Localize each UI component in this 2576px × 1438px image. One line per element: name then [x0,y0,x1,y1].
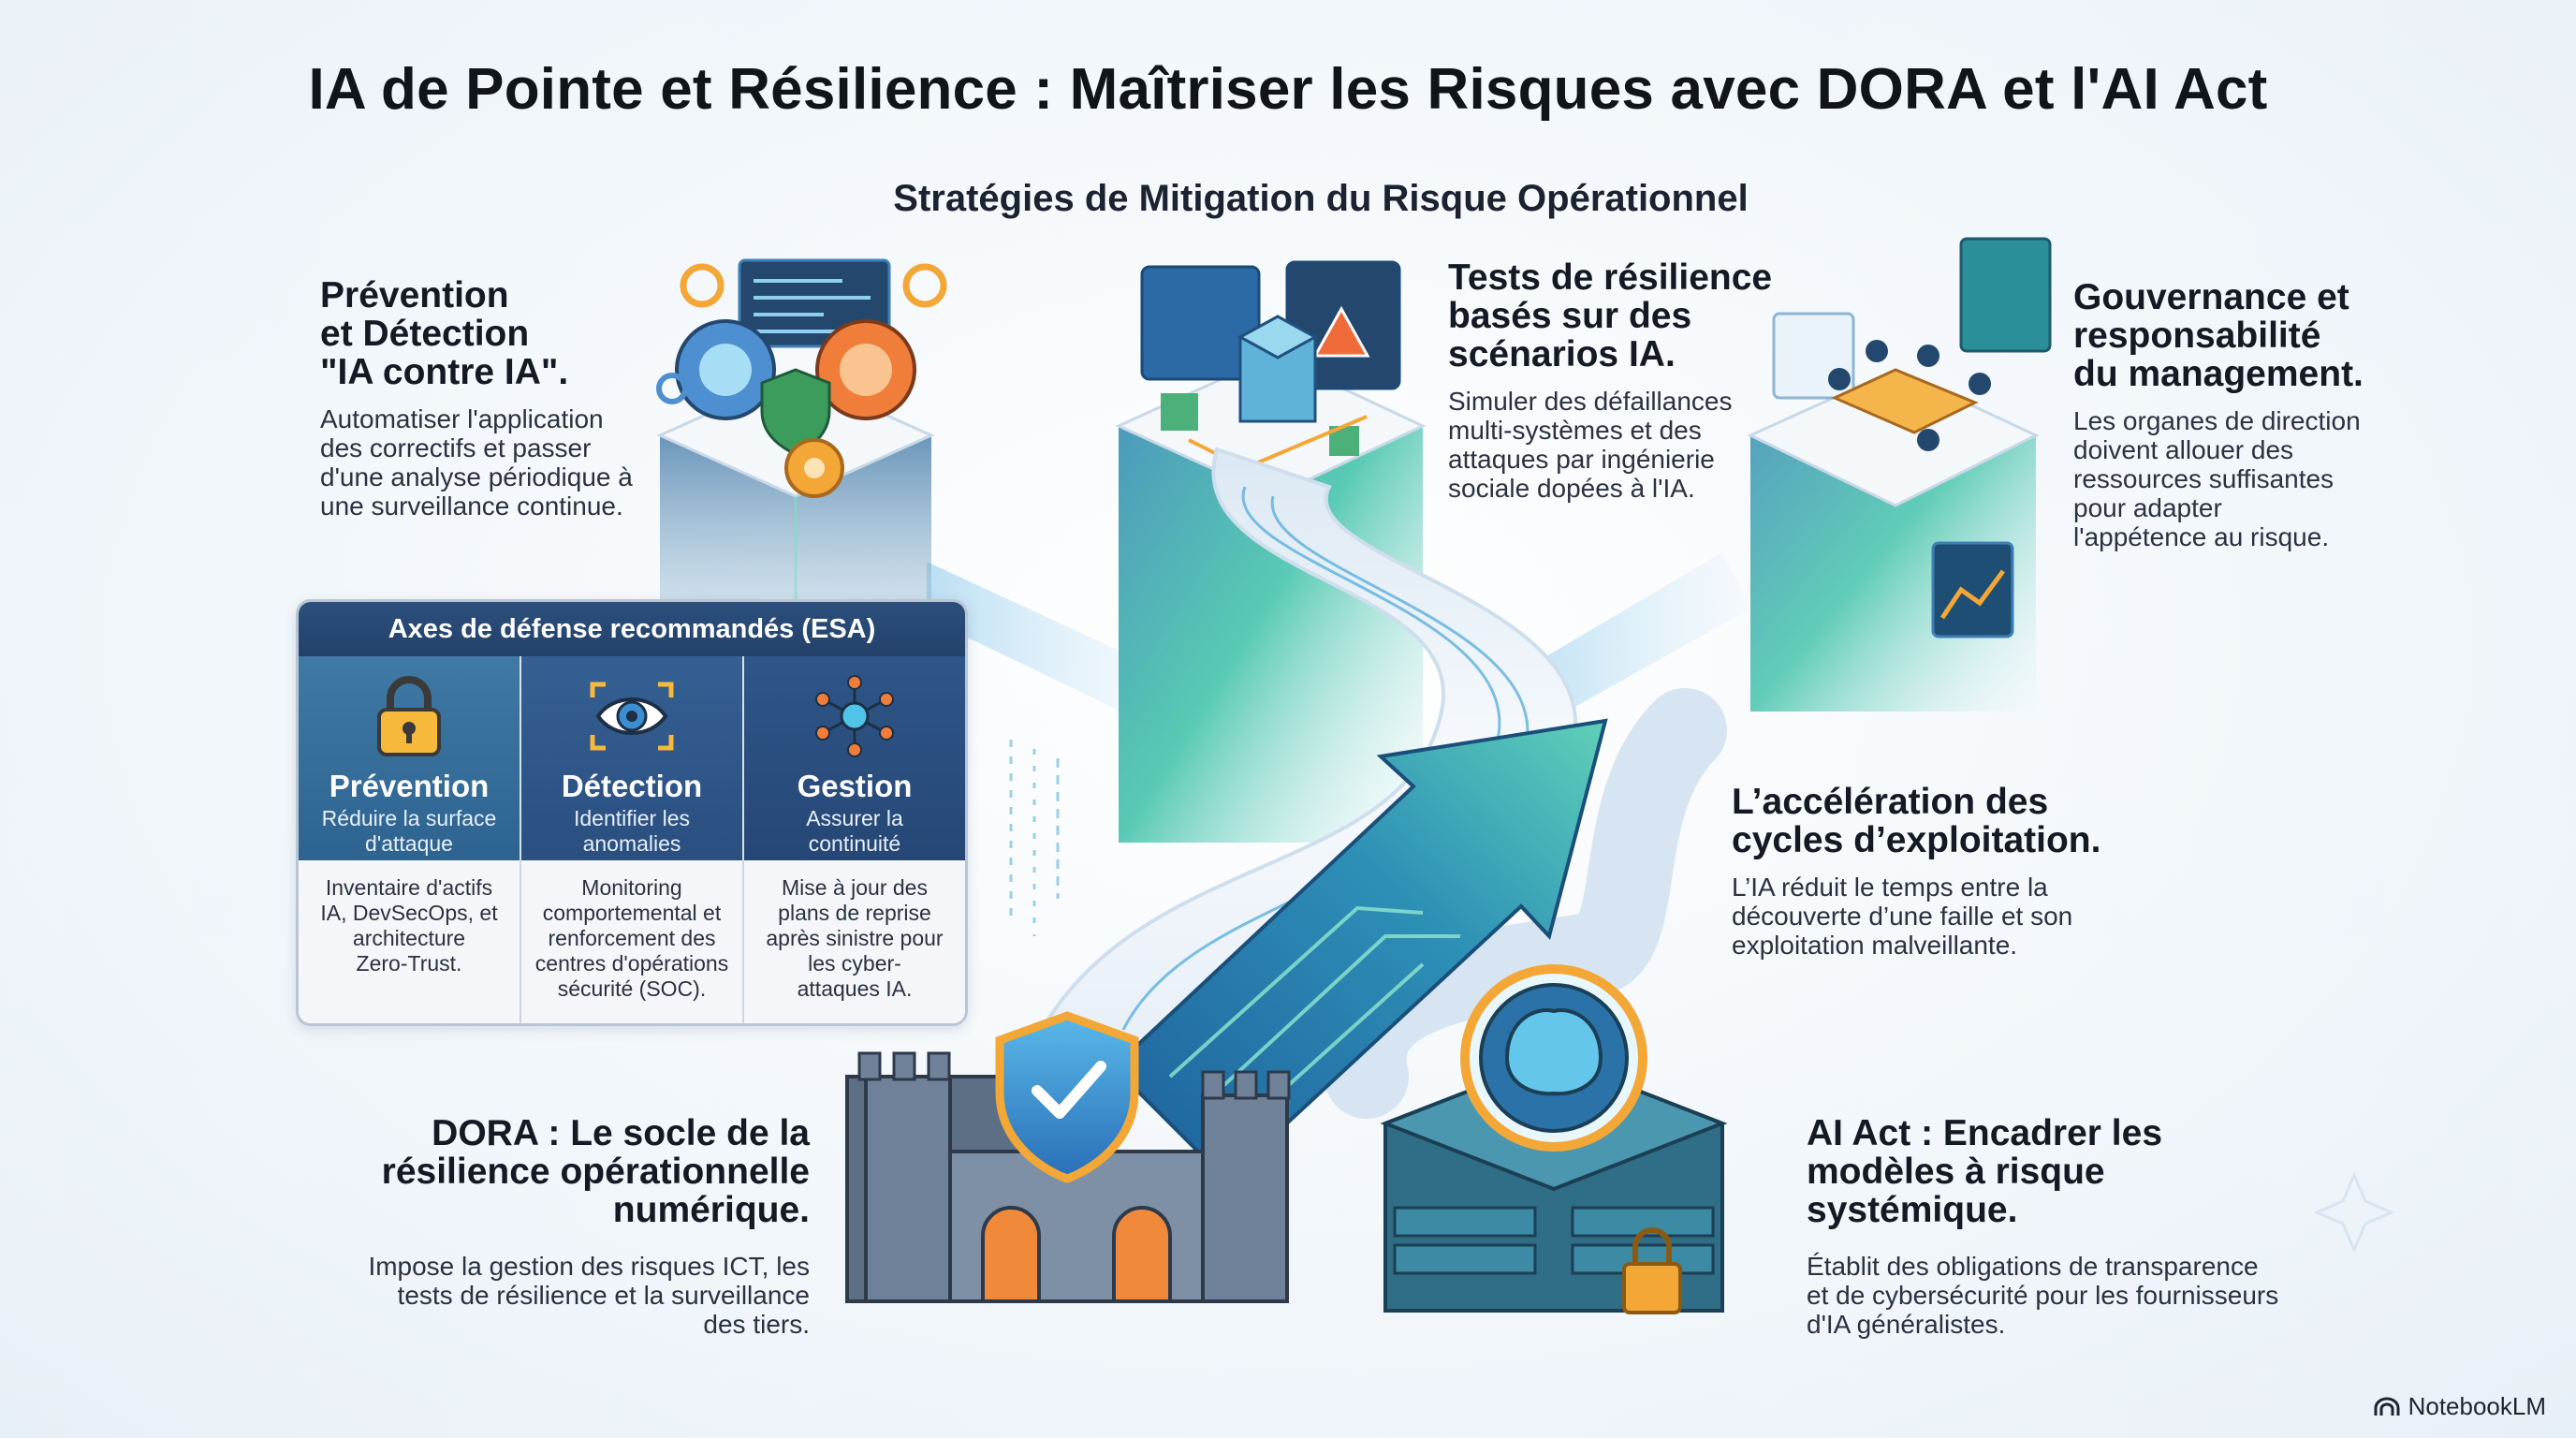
esa-col-name: Gestion [797,769,913,803]
block-aiact-body: Établit des obligations de transparence … [1807,1252,2279,1339]
block-acceleration: L’accélération des cycles d’exploitation… [1732,783,2200,960]
block-prevention-title: Prévention et Détection "IA contre IA". [320,275,569,392]
esa-col-sub: Identifier les anomalies [573,806,690,856]
sparkle-icon [2313,1171,2395,1254]
block-prevention: Prévention et Détection "IA contre IA". … [320,276,657,521]
light-beam [1516,552,1750,740]
esa-table-header: Axes de défense recommandés (ESA) [299,602,965,656]
esa-column-detection: Détection Identifier les anomalies [521,656,744,860]
block-tests-body: Simuler des défaillances multi-systèmes … [1448,387,1733,503]
brand-label: NotebookLM [2408,1392,2546,1420]
tower-gouvernance [1747,237,2052,712]
page-subtitle: Stratégies de Mitigation du Risque Opéra… [893,178,1749,219]
page-title: IA de Pointe et Résilience : Maîtriser l… [308,57,2268,122]
esa-column-prevention: Prévention Réduire la surface d'attaque [299,656,521,860]
block-gouvernance-body: Les organes de direction doivent allouer… [2073,406,2361,551]
esa-defense-table: Axes de défense recommandés (ESA) Préven… [296,599,968,1026]
esa-col-sub: Réduire la surface d'attaque [321,806,497,856]
block-dora: DORA : Le socle de la résilience opérati… [281,1114,810,1339]
esa-desc-detection: Monitoring comportemental et renforcemen… [521,860,744,1023]
eye-icon [521,669,742,763]
esa-col-sub: Assurer la continuité [806,806,903,856]
block-acceleration-body: L’IA réduit le temps entre la découverte… [1732,873,2073,960]
block-gouvernance-title: Gouvernance et responsabilité du managem… [2073,277,2364,394]
server-ai-act [1380,964,1728,1314]
data-streams [1009,740,1060,936]
block-dora-title: DORA : Le socle de la résilience opérati… [381,1113,810,1230]
block-gouvernance: Gouvernance et responsabilité du managem… [2073,278,2429,551]
block-tests: Tests de résilience basés sur des scénar… [1448,258,1804,503]
block-aiact-title: AI Act : Encadrer les modèles à risque s… [1807,1113,2163,1230]
esa-desc-gestion: Mise à jour des plans de reprise après s… [766,875,944,1001]
notebooklm-brand: NotebookLM [2373,1392,2546,1421]
light-beam [927,562,1179,740]
esa-col-name: Détection [561,769,703,803]
block-prevention-body: Automatiser l'application des correctifs… [320,404,633,521]
block-dora-body: Impose la gestion des risques ICT, les t… [368,1252,810,1339]
network-hub-icon [744,669,965,763]
padlock-icon [299,669,520,763]
esa-column-gestion: Gestion Assurer la continuité [744,656,965,860]
block-aiact: AI Act : Encadrer les modèles à risque s… [1807,1114,2331,1339]
block-tests-title: Tests de résilience basés sur des scénar… [1448,257,1773,374]
esa-col-name: Prévention [329,769,490,803]
notebooklm-logo-icon [2374,1397,2400,1416]
esa-desc-prevention: Inventaire d'actifs IA, DevSecOps, et ar… [299,860,521,1023]
castle-dora [845,1011,1291,1303]
block-acceleration-title: L’accélération des cycles d’exploitation… [1732,782,2101,860]
